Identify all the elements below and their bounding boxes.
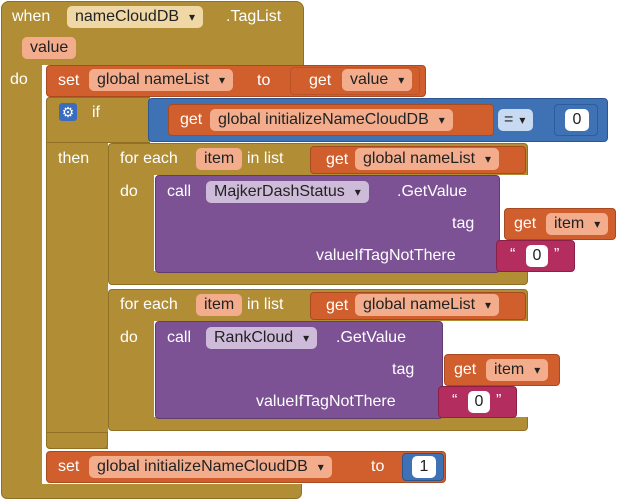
call2-get-label: get	[454, 361, 477, 378]
call1-component-dropdown[interactable]: MajkerDashStatus	[206, 181, 369, 203]
foreach1-item-chip[interactable]: item	[196, 148, 243, 170]
foreach2-item-chip[interactable]: item	[196, 294, 243, 316]
set2-variable-dropdown[interactable]: global initializeNameCloudDB	[89, 456, 332, 478]
call2-valueiftagnotthere-label: valueIfTagNotThere	[256, 393, 396, 410]
foreach1-get-label: get	[326, 151, 349, 168]
call2-tag-label: tag	[392, 361, 415, 378]
call1-item-dropdown[interactable]: item	[546, 213, 609, 235]
foreach1-label: for each	[120, 150, 178, 167]
param-value-chip[interactable]: value	[22, 37, 77, 59]
foreach1-in-list-label: in list	[247, 150, 284, 167]
call2-component-dropdown[interactable]: RankCloud	[206, 327, 318, 349]
call1-get-label: get	[514, 215, 537, 232]
if-label: if	[92, 104, 100, 121]
set1-variable-dropdown[interactable]: global nameList	[89, 69, 234, 91]
foreach2-do-label: do	[120, 329, 138, 346]
get1-label: get	[309, 72, 332, 89]
cond-variable-dropdown[interactable]: global initializeNameCloudDB	[210, 109, 453, 131]
call1-tag-label: tag	[452, 215, 475, 232]
event-do-label: do	[10, 71, 28, 88]
call2-text-field[interactable]: 0	[468, 391, 490, 413]
foreach2-in-list-label: in list	[247, 296, 284, 313]
foreach2-get-label: get	[326, 297, 349, 314]
cond-number-field[interactable]: 0	[565, 109, 589, 131]
cond-get-label: get	[180, 111, 203, 128]
call2-open-quote: “	[452, 392, 458, 409]
gear-icon[interactable]: ⚙	[59, 103, 77, 121]
set2-set-label: set	[58, 458, 80, 475]
set2-to-label: to	[371, 458, 385, 475]
set1-set-label: set	[58, 72, 80, 89]
component-dropdown-namecloud[interactable]: nameCloudDB	[67, 6, 204, 28]
call1-close-quote: ”	[554, 246, 560, 263]
call1-method-label: .GetValue	[397, 183, 467, 200]
call1-open-quote: “	[510, 246, 516, 263]
when-label: when	[12, 8, 51, 25]
call1-valueiftagnotthere-label: valueIfTagNotThere	[316, 247, 456, 264]
call1-text-field[interactable]: 0	[526, 245, 548, 267]
if-bottom-arm	[46, 432, 108, 449]
foreach2-list-dropdown[interactable]: global nameList	[355, 294, 500, 316]
event-name-label: .TagList	[226, 8, 282, 25]
compare-operator-dropdown[interactable]: =	[498, 109, 534, 131]
call2-call-label: call	[167, 329, 192, 346]
get1-value-dropdown[interactable]: value	[342, 69, 413, 91]
then-label: then	[58, 150, 90, 167]
call2-close-quote: ”	[496, 392, 502, 409]
call1-call-label: call	[167, 183, 192, 200]
set1-to-label: to	[257, 72, 271, 89]
foreach1-do-label: do	[120, 183, 138, 200]
foreach2-label: for each	[120, 296, 178, 313]
call2-method-label: .GetValue	[336, 329, 406, 346]
foreach1-list-dropdown[interactable]: global nameList	[355, 148, 500, 170]
call2-item-dropdown[interactable]: item	[486, 359, 549, 381]
set2-number-field[interactable]: 1	[412, 456, 436, 478]
